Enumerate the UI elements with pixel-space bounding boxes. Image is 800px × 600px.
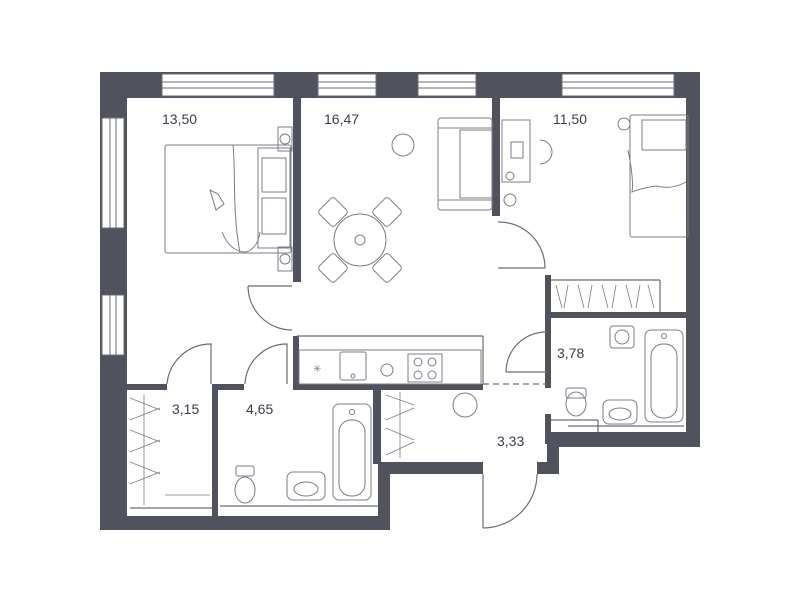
- room-area-bedroom-1: 13,50: [162, 111, 197, 127]
- interior-walls: [127, 98, 690, 516]
- thin-walls: [130, 279, 684, 509]
- room-area-hallway: 3,33: [497, 433, 524, 449]
- outer-walls: [100, 72, 700, 530]
- room-area-living-kitchen: 16,47: [324, 111, 359, 127]
- window-frames: [109, 81, 674, 355]
- svg-text:✳: ✳: [313, 364, 321, 375]
- doors: [166, 221, 547, 529]
- room-area-bathroom-1: 3,78: [557, 345, 584, 361]
- room-area-bathroom-2: 4,65: [246, 401, 273, 417]
- furniture: ✳: [129, 114, 689, 505]
- area-labels: 13,50 16,47 11,50 3,78 3,15 4,65 3,33: [162, 111, 587, 449]
- windows: [101, 73, 675, 356]
- room-area-storage: 3,15: [172, 401, 199, 417]
- room-area-bedroom-2: 11,50: [553, 111, 587, 127]
